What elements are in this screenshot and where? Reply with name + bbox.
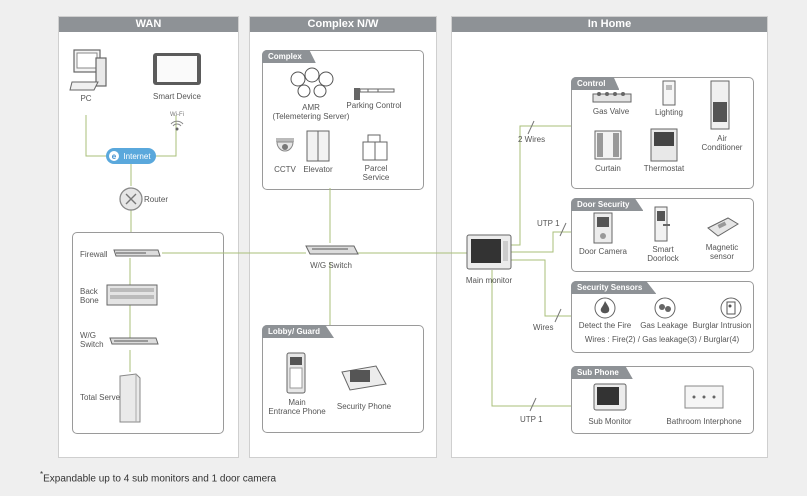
main-monitor-icon — [466, 234, 512, 270]
curtain-icon — [594, 130, 622, 160]
smart-doorlock-icon — [654, 206, 670, 242]
router-label: Router — [144, 195, 169, 204]
wg-switch-lan-icon — [109, 337, 159, 345]
gas-valve-icon — [592, 92, 632, 103]
utp1-top-label: UTP 1 — [537, 219, 560, 228]
main-entrance-phone-icon — [286, 352, 306, 394]
security-sensors-tab: Security Sensors — [571, 281, 657, 294]
cctv-label: CCTV — [274, 165, 296, 174]
footnote: *Expandable up to 4 sub monitors and 1 d… — [40, 470, 276, 484]
sub-phone-tab: Sub Phone — [571, 366, 633, 379]
elevator-icon — [306, 130, 330, 162]
fire-label: Detect the Fire — [578, 321, 632, 330]
in-home-title: In Home — [452, 17, 767, 32]
svg-text:e: e — [112, 152, 117, 161]
gas-leakage-icon — [654, 297, 676, 319]
lobby-guard-box: Lobby/ Guard — [262, 325, 424, 433]
complex-nw-title: Complex N/W — [250, 17, 436, 32]
door-camera-icon — [593, 212, 613, 244]
pc-icon — [69, 49, 107, 91]
amr-meter-icon — [290, 67, 334, 98]
backbone-label: Back Bone — [80, 287, 99, 305]
curtain-label: Curtain — [595, 164, 621, 173]
sensor-wires-note: Wires : Fire(2) / Gas leakage(3) / Burgl… — [584, 335, 740, 344]
thermostat-label: Thermostat — [643, 164, 685, 173]
magnetic-sensor-label: Magnetic sensor — [705, 243, 739, 261]
burglar-intrusion-label: Burglar Intrusion — [692, 321, 752, 330]
total-server-label: Total Server — [80, 393, 123, 402]
amr-label: AMR (Telemetering Server) — [272, 103, 350, 121]
sub-monitor-label: Sub Monitor — [588, 417, 632, 426]
lighting-label: Lighting — [654, 108, 684, 117]
wg-switch-icon — [305, 245, 359, 255]
magnetic-sensor-icon — [707, 217, 739, 237]
thermostat-icon — [650, 128, 678, 162]
wg-switch-label: W/G Switch — [310, 261, 352, 270]
smart-device-icon — [153, 53, 201, 85]
two-wires-label: 2 Wires — [518, 135, 546, 144]
footnote-star: * — [40, 470, 44, 479]
door-security-tab: Door Security — [571, 198, 644, 211]
lighting-icon — [662, 80, 676, 106]
smart-device-label: Smart Device — [152, 92, 201, 101]
internet-label: Internet — [123, 152, 151, 161]
burglar-intrusion-icon — [720, 297, 742, 319]
internet-badge — [106, 148, 156, 164]
sub-monitor-icon — [593, 383, 627, 411]
air-conditioner-icon — [710, 80, 730, 130]
door-camera-label: Door Camera — [578, 247, 627, 256]
bathroom-interphone-icon — [684, 385, 724, 409]
globe-icon: e — [109, 151, 119, 161]
gas-leakage-label: Gas Leakage — [640, 321, 688, 330]
complex-box: Complex — [262, 50, 424, 190]
router-icon — [119, 187, 143, 211]
elevator-label: Elevator — [303, 165, 333, 174]
wifi-label: Wi-Fi — [170, 112, 184, 118]
control-tab: Control — [571, 77, 620, 90]
footnote-text: Expandable up to 4 sub monitors and 1 do… — [43, 473, 277, 485]
complex-tab: Complex — [262, 50, 316, 63]
fire-detector-icon — [594, 297, 616, 319]
total-server-icon — [119, 373, 141, 423]
security-phone-icon — [341, 365, 387, 391]
wan-lan-box — [72, 232, 224, 434]
parcel-service-label: Parcel Service — [362, 164, 390, 182]
cctv-icon — [276, 138, 294, 152]
gas-valve-label: Gas Valve — [592, 107, 630, 116]
main-entrance-phone-label: Main Entrance Phone — [268, 398, 326, 416]
smart-doorlock-label: Smart Doorlock — [647, 245, 679, 263]
wires-label: Wires — [533, 323, 554, 332]
parcel-service-icon — [362, 134, 388, 161]
parking-control-icon — [354, 88, 395, 100]
utp1-bottom-label: UTP 1 — [520, 415, 543, 424]
main-monitor-label: Main monitor — [465, 276, 513, 285]
bathroom-interphone-label: Bathroom Interphone — [666, 417, 742, 426]
air-conditioner-label: Air Conditioner — [701, 134, 743, 152]
wifi-icon — [170, 120, 184, 131]
wg-switch-lan-label: W/G Switch — [80, 331, 104, 349]
lobby-guard-tab: Lobby/ Guard — [262, 325, 334, 338]
pc-label: PC — [80, 94, 92, 103]
wan-title: WAN — [59, 17, 238, 32]
firewall-icon — [113, 249, 161, 257]
firewall-label: Firewall — [80, 250, 108, 259]
security-phone-label: Security Phone — [336, 402, 392, 411]
backbone-icon — [106, 284, 158, 306]
parking-control-label: Parking Control — [346, 101, 402, 110]
